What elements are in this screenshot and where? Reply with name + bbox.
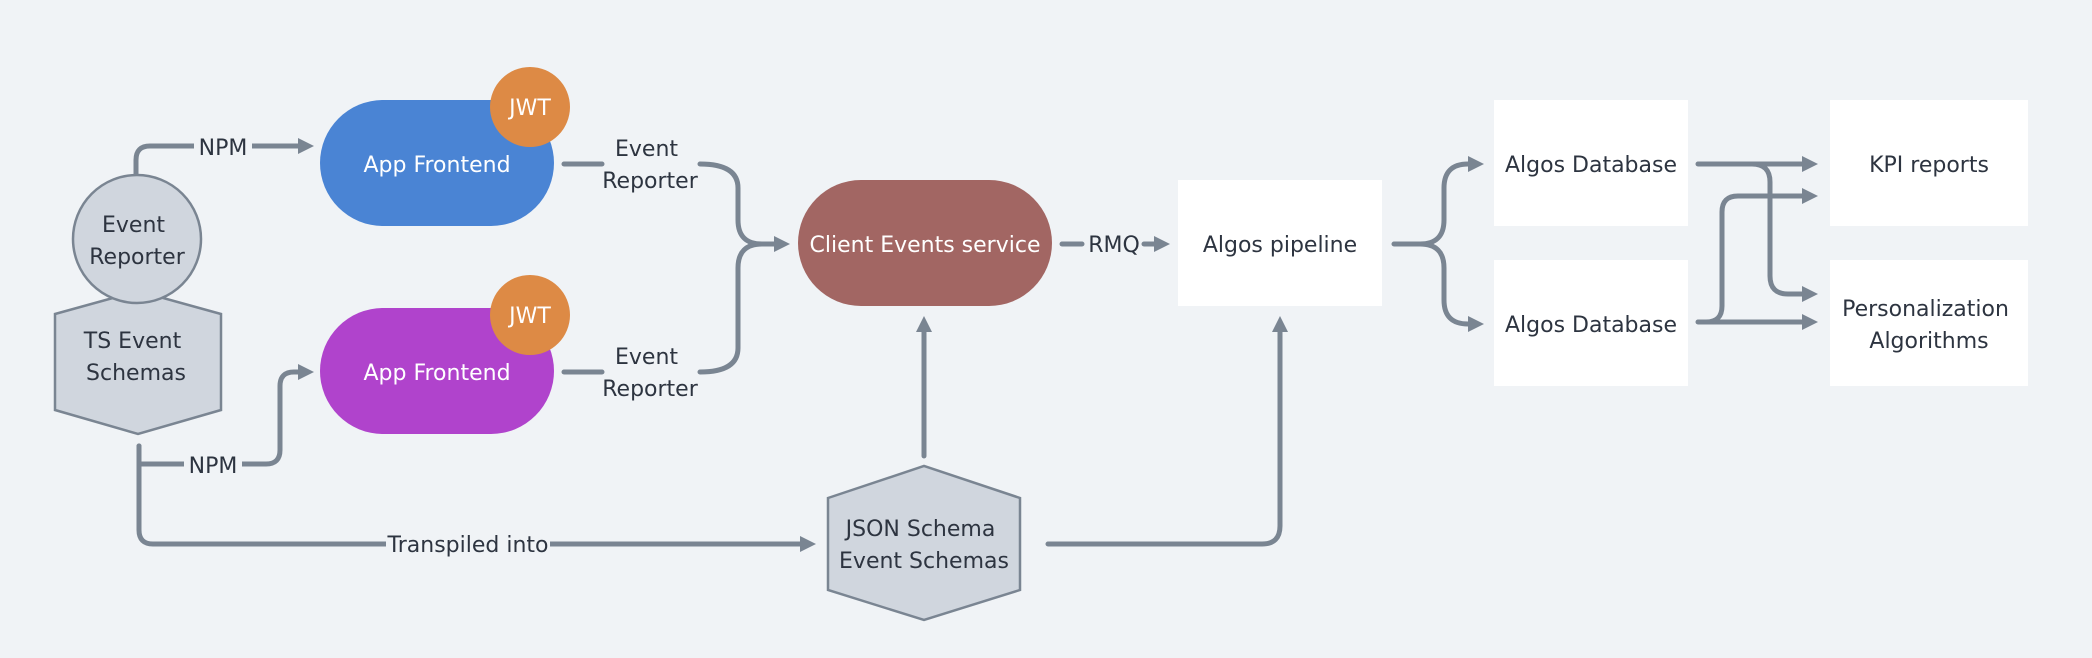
jwt-badge-2: JWT [490,275,570,355]
arrowhead [774,236,790,252]
edge-db2-kpi [1703,193,1805,325]
label-event-reporter-2: Event Reporter [602,345,698,402]
svg-text:Event Reporter: Event Reporter [89,213,185,270]
svg-text:JSON Schema Event Schema: JSON Schema Event Schemas [839,517,1009,574]
label-npm-bottom: NPM [189,454,238,479]
algos-database-2-label: Algos Database [1505,313,1677,338]
jwt-badge-1-label: JWT [507,96,551,121]
node-json-schema-event-schemas[interactable]: JSON Schema Event Schemas [826,464,1022,622]
node-personalization-algorithms[interactable]: Personalization Algorithms [1830,260,2028,386]
edge-npm-bottom [136,369,303,467]
connectors [133,138,1818,552]
client-events-label: Client Events service [810,233,1041,258]
arrowhead [1802,314,1818,330]
edge-transpiled [136,443,803,547]
jwt-badge-2-label: JWT [507,304,551,329]
jwt-badge-1: JWT [490,67,570,147]
label-event-reporter-1: Event Reporter [602,137,698,194]
arrowhead [1154,236,1170,252]
node-algos-database-2[interactable]: Algos Database [1494,260,1688,386]
arrowhead [298,364,314,380]
node-algos-pipeline[interactable]: Algos pipeline [1178,180,1382,306]
svg-text:TS Event Schemas: TS Event Schemas [83,329,188,386]
personalization-label: Personalization Algorithms [1842,297,2016,354]
label-npm-top: NPM [199,136,248,161]
edge-frontend2-client-events-b [697,241,779,375]
node-app-frontend-1[interactable]: App Frontend [320,100,554,226]
arrowhead [1468,316,1484,332]
node-event-reporter[interactable]: Event Reporter [71,173,203,305]
edge-db1-personalization [1749,161,1805,297]
arrowhead [1802,188,1818,204]
node-app-frontend-2[interactable]: App Frontend [320,308,554,434]
arrowhead [1802,156,1818,172]
app-frontend-1-label: App Frontend [363,153,510,178]
arrowhead [1468,156,1484,172]
node-client-events-service[interactable]: Client Events service [798,180,1052,306]
arrowhead [800,536,816,552]
algos-database-1-label: Algos Database [1505,153,1677,178]
node-ts-event-schemas[interactable]: TS Event Schemas [53,289,223,436]
kpi-reports-label: KPI reports [1869,153,1989,178]
arrowhead [1272,316,1288,332]
arrowhead [1802,286,1818,302]
edge-json-pipeline [1045,329,1283,547]
edge-npm-top [133,143,303,177]
edge-pipeline-db2 [1417,241,1473,327]
app-frontend-2-label: App Frontend [363,361,510,386]
node-algos-database-1[interactable]: Algos Database [1494,100,1688,226]
node-kpi-reports[interactable]: KPI reports [1830,100,2028,226]
arrowhead [298,138,314,154]
edge-pipeline-db1 [1391,161,1473,247]
arrowhead [916,316,932,332]
label-rmq: RMQ [1088,233,1140,258]
label-transpiled: Transpiled into [387,533,549,558]
algos-pipeline-label: Algos pipeline [1203,233,1357,258]
edge-frontend1-client-events-b [697,161,779,247]
edge-labels: NPM NPM Transpiled into Event Reporter E… [184,132,1140,558]
